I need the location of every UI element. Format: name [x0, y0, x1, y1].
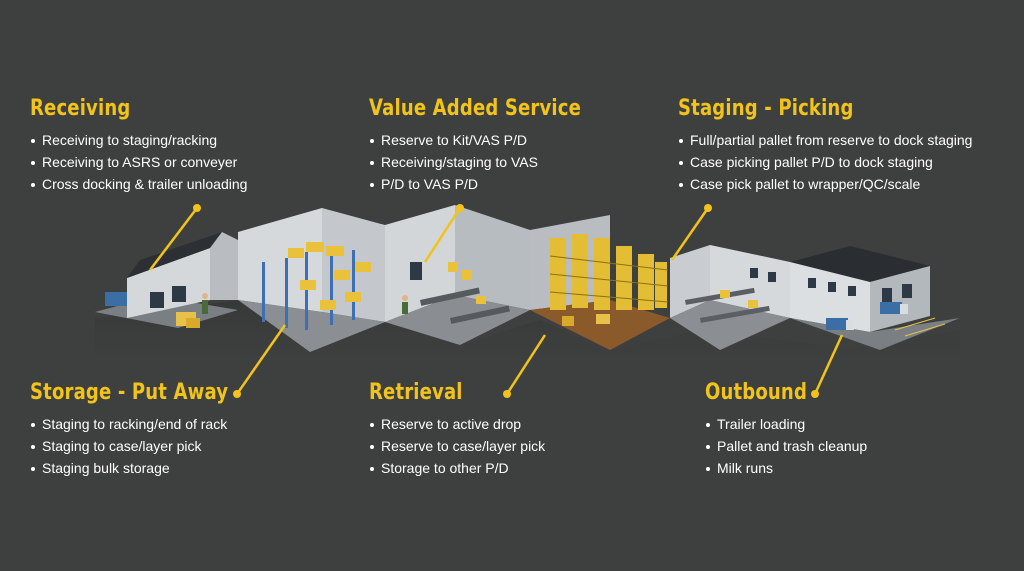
- retrieval-callout: [503, 334, 547, 398]
- list-item: Full/partial pallet from reserve to dock…: [678, 129, 972, 151]
- staging-section: Staging - Picking Full/partial pallet fr…: [678, 96, 972, 195]
- storage-building: [238, 208, 385, 352]
- bullet-list: Reserve to active drop Reserve to case/l…: [369, 413, 545, 479]
- outbound-building: [790, 246, 960, 350]
- list-item: Trailer loading: [705, 413, 867, 435]
- section-title: Storage - Put Away: [30, 380, 229, 405]
- list-item: Storage to other P/D: [369, 457, 545, 479]
- vas-callout: [423, 204, 464, 263]
- list-item: Reserve to Kit/VAS P/D: [369, 129, 628, 151]
- staging-building: [670, 245, 790, 350]
- section-title: Staging - Picking: [678, 96, 854, 121]
- storage-section: Storage - Put Away Staging to racking/en…: [30, 380, 272, 479]
- list-item: Cross docking & trailer unloading: [30, 173, 247, 195]
- bullet-list: Trailer loading Pallet and trash cleanup…: [705, 413, 867, 479]
- list-item: Receiving/staging to VAS: [369, 151, 628, 173]
- vas-section: Value Added Service Reserve to Kit/VAS P…: [369, 96, 628, 195]
- list-item: P/D to VAS P/D: [369, 173, 628, 195]
- receiving-section: Receiving Receiving to staging/racking R…: [30, 96, 247, 195]
- list-item: Reserve to case/layer pick: [369, 435, 545, 457]
- list-item: Case picking pallet P/D to dock staging: [678, 151, 972, 173]
- list-item: Case pick pallet to wrapper/QC/scale: [678, 173, 972, 195]
- list-item: Staging to racking/end of rack: [30, 413, 272, 435]
- bullet-list: Staging to racking/end of rack Staging t…: [30, 413, 272, 479]
- list-item: Receiving to staging/racking: [30, 129, 247, 151]
- list-item: Receiving to ASRS or conveyer: [30, 151, 247, 173]
- list-item: Pallet and trash cleanup: [705, 435, 867, 457]
- bullet-list: Reserve to Kit/VAS P/D Receiving/staging…: [369, 129, 628, 195]
- vas-building: [385, 205, 530, 345]
- outbound-section: Outbound Trailer loading Pallet and tras…: [705, 380, 867, 479]
- section-title: Receiving: [30, 96, 131, 121]
- retrieval-section: Retrieval Reserve to active drop Reserve…: [369, 380, 545, 479]
- retrieval-building: [530, 215, 670, 350]
- receiving-building: [95, 232, 238, 328]
- list-item: Staging to case/layer pick: [30, 435, 272, 457]
- list-item: Milk runs: [705, 457, 867, 479]
- section-title: Retrieval: [369, 380, 463, 405]
- bullet-list: Full/partial pallet from reserve to dock…: [678, 129, 972, 195]
- receiving-callout: [149, 204, 201, 271]
- bullet-list: Receiving to staging/racking Receiving t…: [30, 129, 247, 195]
- staging-callout: [670, 204, 712, 261]
- section-title: Outbound: [705, 380, 808, 405]
- list-item: Reserve to active drop: [369, 413, 545, 435]
- storage-callout: [233, 324, 287, 398]
- section-title: Value Added Service: [369, 96, 582, 121]
- list-item: Staging bulk storage: [30, 457, 272, 479]
- outbound-callout: [811, 334, 844, 398]
